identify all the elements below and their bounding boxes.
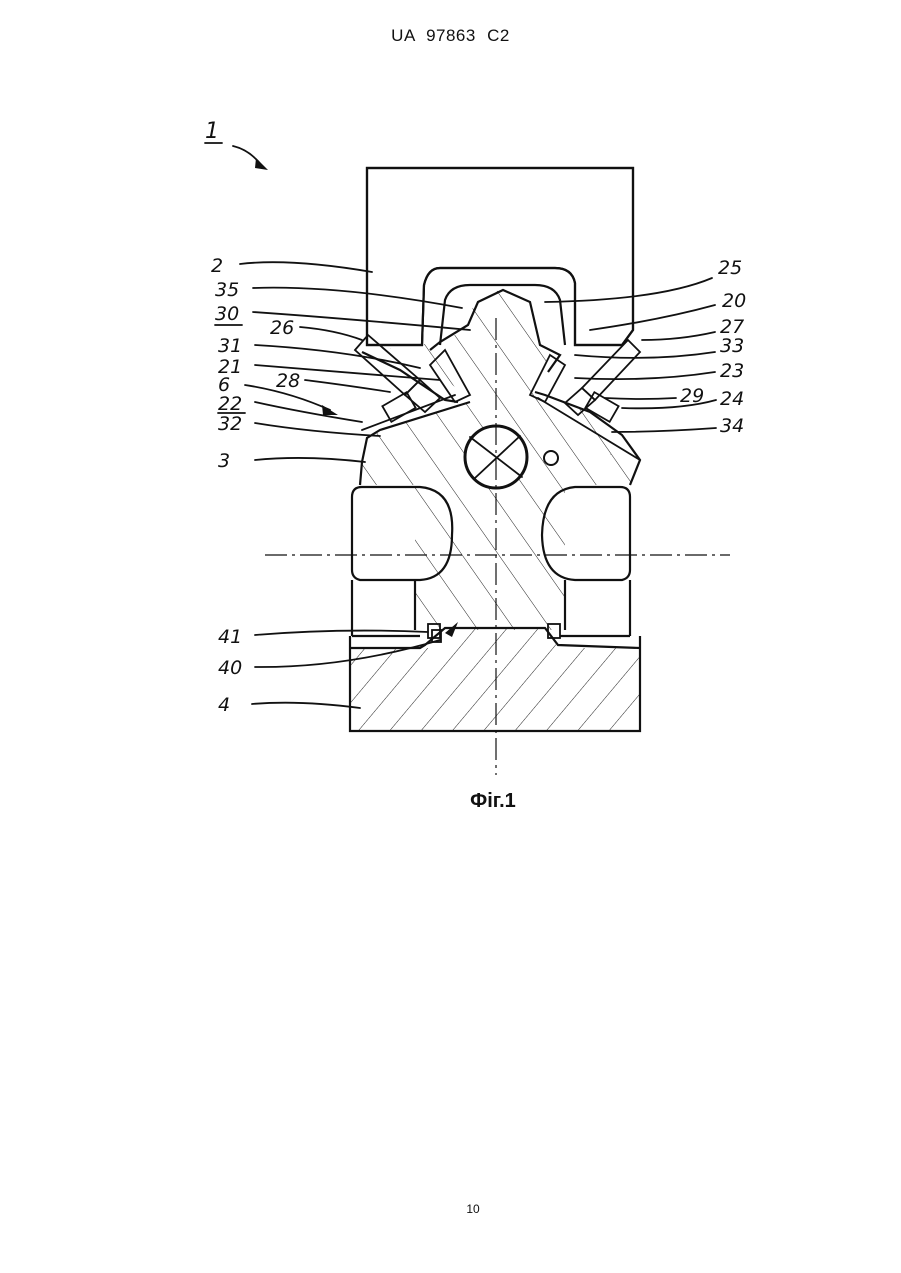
label-26: 26 xyxy=(270,317,294,339)
label-40: 40 xyxy=(218,657,242,679)
lower-part-4 xyxy=(350,624,640,731)
label-3: 3 xyxy=(218,450,230,472)
figure-caption: Фіг.1 xyxy=(0,790,901,813)
assembly-label: 1 xyxy=(205,119,219,144)
label-2: 2 xyxy=(211,255,223,277)
label-22: 22 xyxy=(218,393,242,415)
label-41: 41 xyxy=(218,626,242,648)
small-hole xyxy=(544,451,558,465)
label-31: 31 xyxy=(218,335,242,357)
label-28: 28 xyxy=(276,370,300,392)
label-30: 30 xyxy=(215,303,239,325)
label-32: 32 xyxy=(218,413,242,435)
label-4: 4 xyxy=(218,694,230,716)
label-35: 35 xyxy=(215,279,239,301)
label-33: 33 xyxy=(720,335,744,357)
label-23: 23 xyxy=(720,360,744,382)
label-25: 25 xyxy=(718,257,742,279)
page-number: 10 xyxy=(0,1202,901,1216)
label-34: 34 xyxy=(720,415,744,437)
label-24: 24 xyxy=(720,388,744,410)
label-20: 20 xyxy=(722,290,746,312)
